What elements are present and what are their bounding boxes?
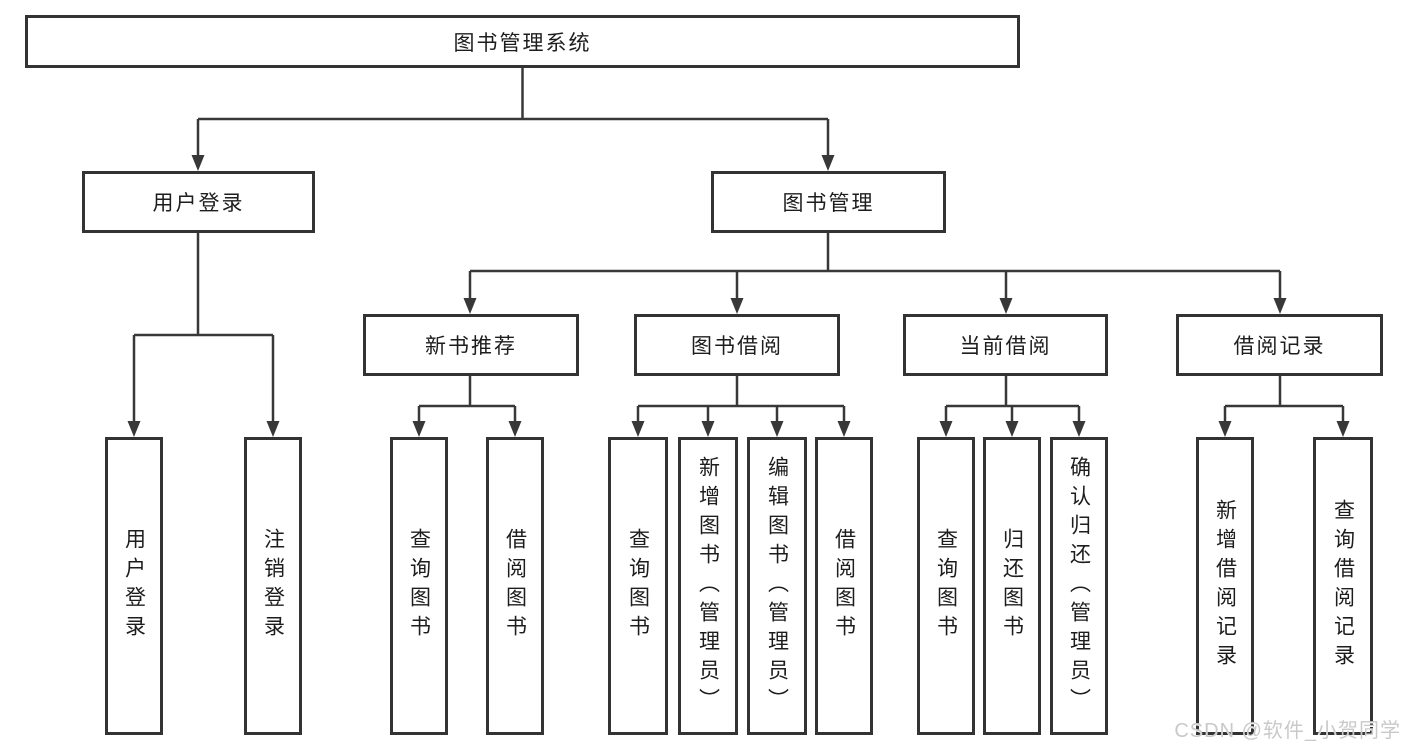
node-label: 借阅图书 [832,528,856,644]
node-label: 借阅记录 [1233,335,1326,358]
node-label: 查询图书 [626,528,650,644]
leaf-bb-borrow-books: 借阅图书 [815,437,873,735]
leaf-bb-add-books-admin: 新增图书（管理员） [678,437,738,735]
node-current-borrowing: 当前借阅 [903,314,1108,376]
node-label: 图书借阅 [691,335,783,358]
node-label: 借阅图书 [503,528,527,644]
node-book-borrowing: 图书借阅 [634,314,840,376]
leaf-user-login: 用户登录 [105,437,163,735]
leaf-cb-query-books: 查询图书 [917,437,975,735]
node-new-book-recommendation: 新书推荐 [363,314,579,376]
leaf-cb-confirm-return-admin: 确认归还（管理员） [1050,437,1108,735]
node-label: 新书推荐 [425,335,517,358]
node-label: 用户登录 [122,528,146,644]
leaf-cb-return-books: 归还图书 [983,437,1041,735]
node-label: 图书管理系统 [453,31,592,55]
connector-path [132,68,1345,422]
leaf-bb-edit-books-admin: 编辑图书（管理员） [747,437,807,735]
node-label: 查询图书 [934,528,958,644]
csdn-watermark: CSDN @软件_小贺同学 [1174,720,1401,742]
node-label: 注销登录 [261,528,285,644]
leaf-nb-borrow-books: 借阅图书 [486,437,544,735]
node-label: 用户登录 [152,192,245,215]
node-library-management-system: 图书管理系统 [25,15,1020,68]
node-label: 确认归还（管理员） [1067,455,1091,717]
node-label: 当前借阅 [959,335,1052,358]
node-book-management: 图书管理 [711,171,946,233]
leaf-br-query-record: 查询借阅记录 [1313,437,1373,735]
node-label: 图书管理 [782,192,875,215]
node-label: 归还图书 [1000,528,1024,644]
node-label: 新增图书（管理员） [696,455,720,717]
leaf-nb-query-books: 查询图书 [390,437,448,735]
leaf-logout: 注销登录 [244,437,302,735]
leaf-br-add-record: 新增借阅记录 [1196,437,1254,735]
node-label: 编辑图书（管理员） [765,455,789,717]
node-user-login-group: 用户登录 [82,171,315,233]
node-borrowing-records: 借阅记录 [1176,314,1383,376]
leaf-bb-query-books: 查询图书 [608,437,668,735]
node-label: 新增借阅记录 [1213,499,1237,673]
node-label: 查询借阅记录 [1331,499,1355,673]
node-label: 查询图书 [407,528,431,644]
